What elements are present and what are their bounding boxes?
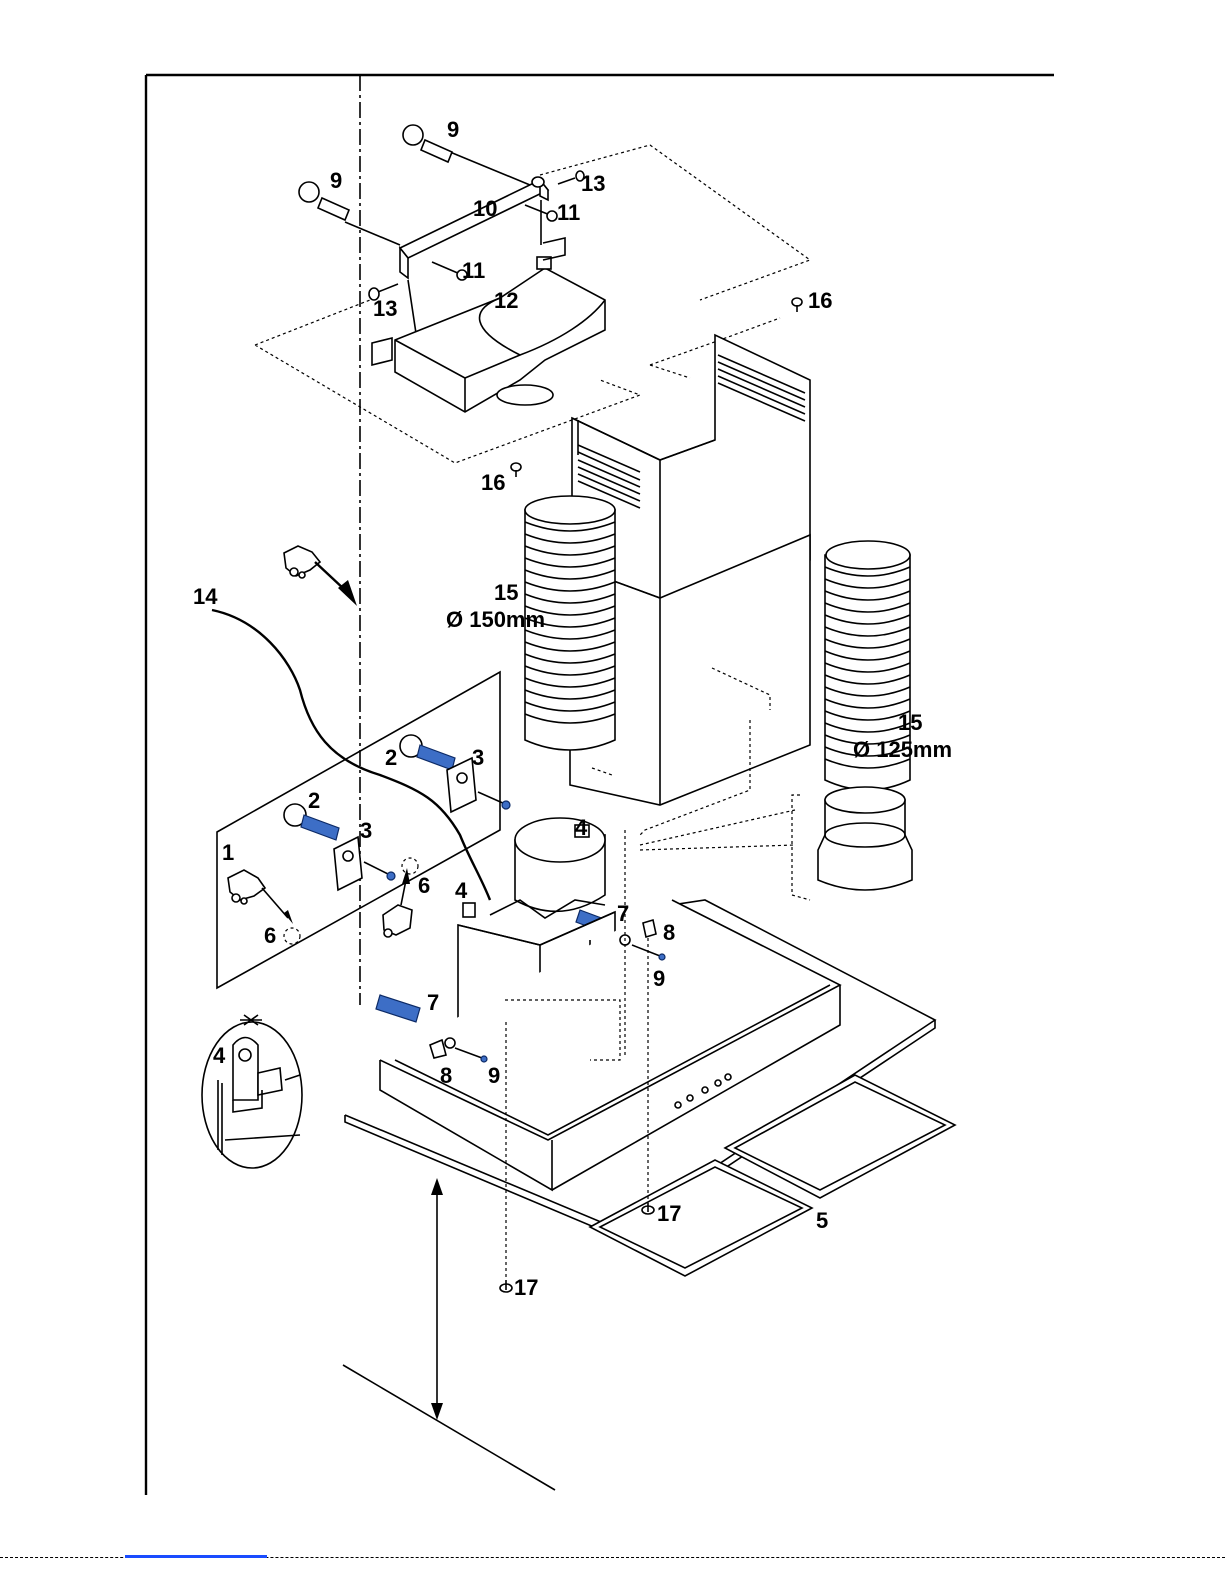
callout-9: 9 [488,1063,500,1088]
height-dimension [431,1178,443,1420]
callout-12: 12 [494,288,518,313]
hook-detail-inset [202,1015,302,1168]
callout-15: 15 [898,710,922,735]
callout-4: 4 [213,1043,226,1068]
callout-11: 11 [462,258,485,283]
worktop-line [343,1365,555,1490]
callout-7: 7 [427,990,439,1015]
callout-8: 8 [663,920,675,945]
callout-4: 4 [575,815,588,840]
callout-16: 16 [481,470,505,495]
callout-6: 6 [418,873,430,898]
callout-9: 9 [653,966,665,991]
footer-accent-bar [125,1555,267,1558]
callout-11: 11 [557,200,580,225]
callout-2: 2 [385,745,397,770]
callout-9: 9 [447,117,459,142]
callout-15-dim: Ø 150mm [446,607,545,632]
callout-1: 1 [222,840,234,865]
callout-5: 5 [816,1208,828,1233]
hand-drill-icon [284,546,320,578]
callout-7: 7 [617,901,629,926]
callout-14: 14 [193,584,218,609]
hood-canopy [345,900,935,1238]
callout-15-dim: Ø 125mm [853,737,952,762]
hand-drill-icon [228,870,293,924]
callout-3: 3 [472,745,484,770]
callout-17: 17 [514,1275,538,1300]
drill-hole [284,928,300,944]
callout-15: 15 [494,580,518,605]
callout-8: 8 [440,1063,452,1088]
callout-17: 17 [657,1201,681,1226]
callout-4: 4 [455,878,468,903]
callout-6: 6 [264,923,276,948]
callout-13: 13 [373,296,397,321]
callout-16: 16 [808,288,832,313]
callout-3: 3 [360,818,372,843]
callout-10: 10 [473,196,497,221]
callout-13: 13 [581,171,605,196]
drill-hole [402,858,418,874]
callout-2: 2 [308,788,320,813]
direction-arrow-icon [315,562,357,606]
callout-9: 9 [330,168,342,193]
